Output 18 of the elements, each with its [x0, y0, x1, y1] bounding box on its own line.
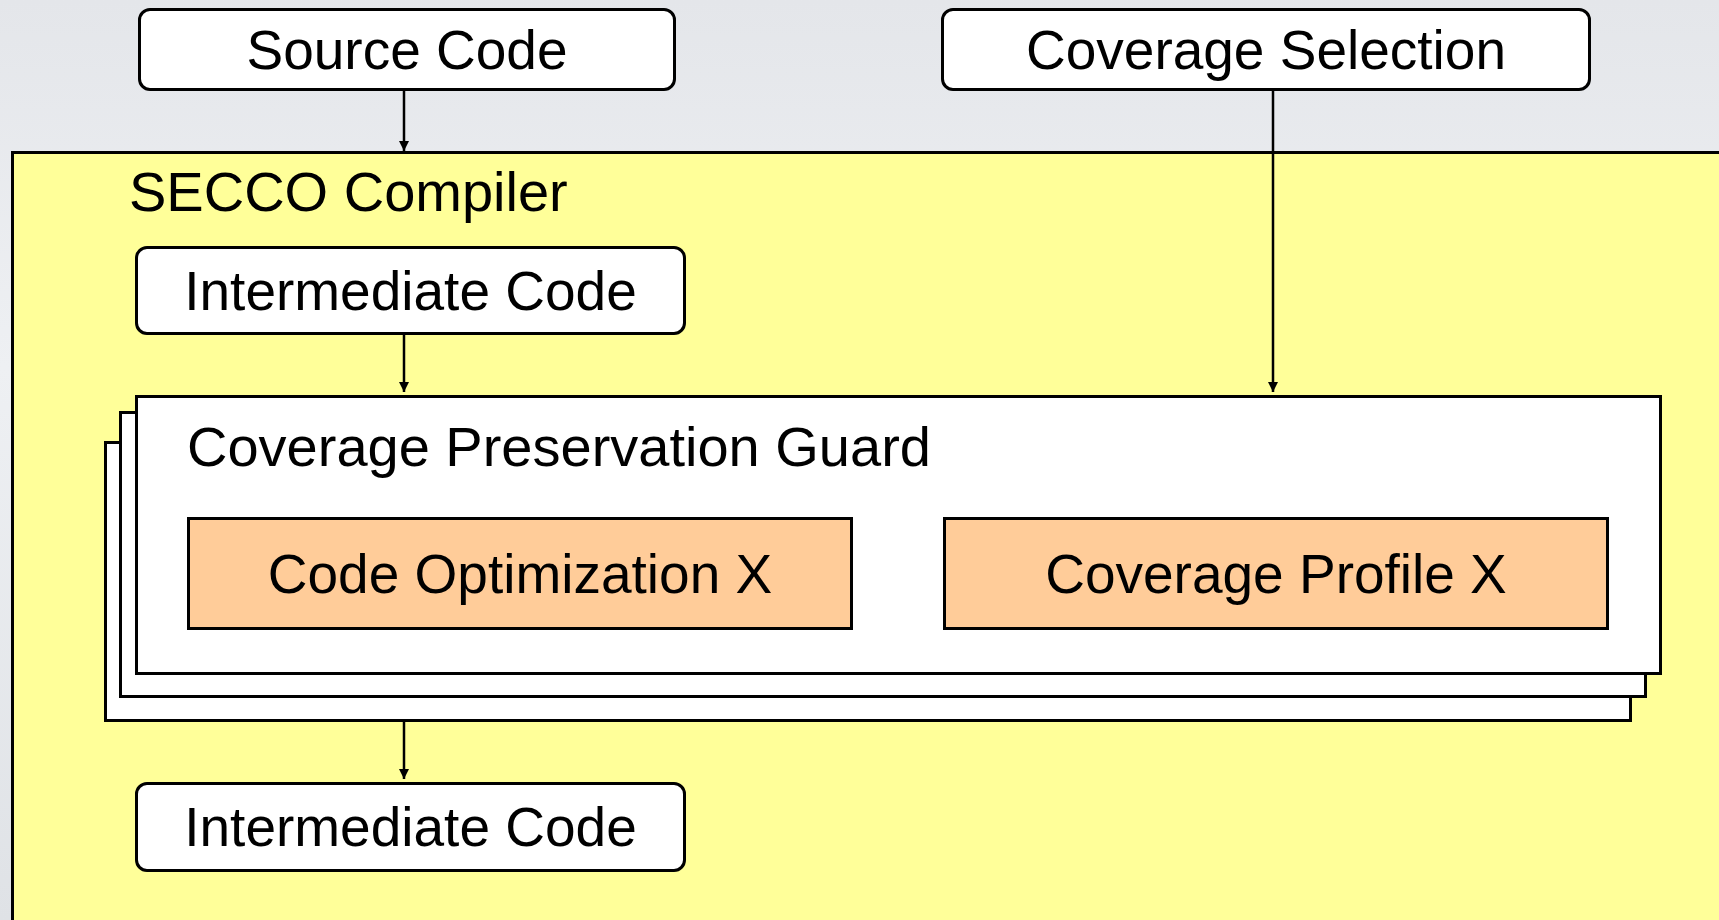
module-box	[943, 517, 1609, 630]
box-label: Coverage Profile X	[1044, 543, 1508, 604]
process-box	[941, 8, 1591, 91]
box-label: Intermediate Code	[183, 260, 638, 321]
arrow	[1268, 91, 1278, 392]
box-label: Coverage Selection	[1025, 19, 1507, 80]
box-label: Code Optimization X	[266, 543, 774, 604]
box-label: Intermediate Code	[183, 796, 638, 858]
module-box	[187, 517, 853, 630]
box-label: Source Code	[245, 19, 569, 80]
process-box	[135, 246, 686, 335]
guard-title: Coverage Preservation Guard	[187, 414, 931, 480]
process-box	[135, 782, 686, 872]
process-box	[138, 8, 676, 91]
arrow	[399, 91, 409, 151]
stacked-guard-box	[104, 395, 1662, 722]
compiler-panel	[11, 151, 1719, 920]
panel-title: SECCO Compiler	[129, 159, 568, 225]
